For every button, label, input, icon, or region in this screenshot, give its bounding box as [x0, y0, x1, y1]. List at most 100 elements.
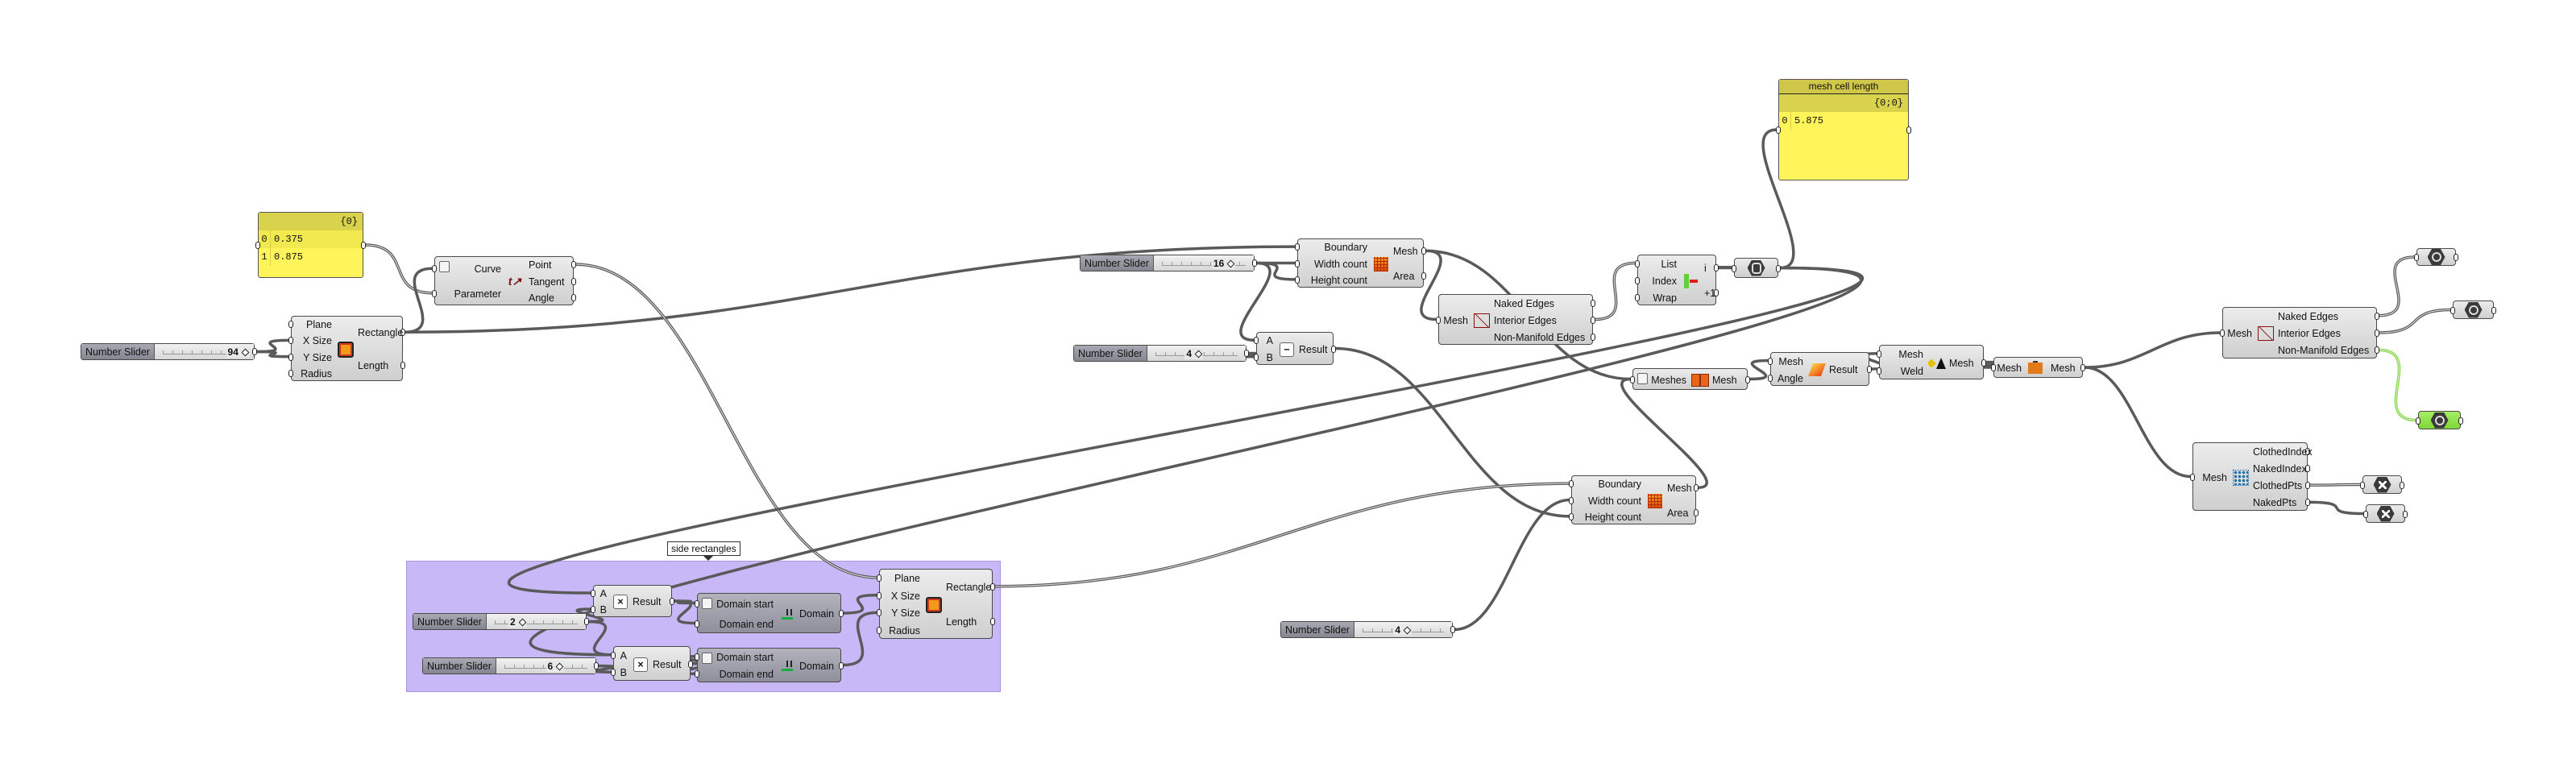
output-port[interactable]: [1591, 299, 1595, 307]
param-point-out1[interactable]: [2360, 475, 2404, 494]
input-port[interactable]: [1295, 276, 1300, 284]
output-port[interactable]: [571, 261, 576, 269]
input-port[interactable]: [877, 574, 881, 582]
output-port[interactable]: [1421, 247, 1426, 255]
wire[interactable]: [1748, 359, 1769, 381]
input-port[interactable]: [1569, 512, 1574, 520]
slider-handle-value[interactable]: 16: [1211, 258, 1236, 269]
param-curve-out1[interactable]: [2414, 248, 2458, 266]
output-port[interactable]: [1591, 316, 1595, 324]
input-port[interactable]: [695, 599, 699, 607]
output-port[interactable]: [1745, 375, 1750, 383]
output-port[interactable]: [594, 662, 599, 669]
input-port[interactable]: [1877, 367, 1881, 375]
input-port[interactable]: [1295, 243, 1300, 251]
param-int-param[interactable]: [1732, 258, 1781, 278]
input-port[interactable]: [288, 369, 293, 377]
input-port[interactable]: [877, 627, 881, 635]
input-port[interactable]: [1635, 293, 1640, 301]
output-port[interactable]: [361, 242, 366, 249]
input-port[interactable]: [2414, 254, 2419, 261]
input-port[interactable]: [1254, 337, 1259, 345]
output-port[interactable]: [1252, 259, 1257, 267]
output-port[interactable]: [1776, 264, 1781, 272]
output-port[interactable]: [252, 348, 257, 355]
input-port[interactable]: [611, 669, 616, 677]
input-port[interactable]: [288, 353, 293, 361]
input-port[interactable]: [432, 265, 437, 273]
output-port[interactable]: [1591, 333, 1595, 341]
output-port[interactable]: [990, 618, 995, 626]
output-port[interactable]: [1714, 263, 1719, 272]
slider-handle-value[interactable]: 94: [226, 346, 250, 358]
input-port[interactable]: [1877, 350, 1881, 358]
output-port[interactable]: [1694, 508, 1699, 516]
slider-track[interactable]: 16: [1154, 255, 1254, 271]
flatten-icon[interactable]: [1637, 373, 1648, 384]
slider-handle-value[interactable]: 4: [1393, 624, 1412, 636]
input-port[interactable]: [2450, 306, 2455, 314]
input-port[interactable]: [1768, 374, 1773, 382]
input-port[interactable]: [432, 289, 437, 297]
reparameterize-icon[interactable]: [702, 598, 712, 609]
input-port[interactable]: [591, 590, 595, 597]
output-port[interactable]: [670, 598, 674, 605]
wire[interactable]: [1255, 261, 1296, 281]
wire[interactable]: [1454, 498, 1570, 632]
slider-track[interactable]: 4: [1147, 346, 1246, 361]
wire[interactable]: [364, 243, 433, 295]
output-port[interactable]: [2400, 481, 2404, 489]
output-port[interactable]: [2305, 499, 2310, 507]
output-port[interactable]: [2375, 312, 2379, 320]
output-port[interactable]: [571, 277, 576, 285]
input-port[interactable]: [288, 337, 293, 345]
slider-handle-value[interactable]: 2: [508, 616, 527, 628]
input-port[interactable]: [611, 651, 616, 659]
param-curve-out2[interactable]: [2450, 301, 2496, 319]
input-port[interactable]: [1569, 480, 1574, 488]
input-port[interactable]: [2190, 473, 2195, 481]
input-port[interactable]: [2363, 510, 2368, 518]
wire[interactable]: [255, 350, 290, 359]
input-port[interactable]: [2416, 417, 2420, 425]
output-port[interactable]: [2375, 330, 2379, 337]
output-port[interactable]: [2080, 364, 2085, 371]
input-port[interactable]: [695, 620, 699, 628]
output-port[interactable]: [2403, 510, 2408, 518]
input-port[interactable]: [1254, 353, 1259, 361]
curve-param-icon[interactable]: [439, 261, 450, 272]
output-port[interactable]: [1867, 366, 1872, 373]
reparameterize-icon[interactable]: [702, 653, 712, 664]
input-port[interactable]: [2220, 330, 2225, 337]
input-port[interactable]: [695, 670, 699, 678]
output-port[interactable]: [688, 660, 693, 668]
input-port[interactable]: [1630, 375, 1635, 383]
output-port[interactable]: [584, 618, 589, 625]
wire[interactable]: [1620, 377, 1708, 489]
input-port[interactable]: [695, 653, 699, 661]
output-port[interactable]: [1906, 126, 1911, 134]
wire[interactable]: [255, 338, 290, 354]
slider-track[interactable]: 6: [496, 658, 595, 674]
wire[interactable]: [2378, 308, 2452, 334]
input-port[interactable]: [1635, 276, 1640, 284]
slider-track[interactable]: 4: [1354, 622, 1452, 637]
input-port[interactable]: [1436, 316, 1441, 324]
input-port[interactable]: [1732, 264, 1736, 272]
